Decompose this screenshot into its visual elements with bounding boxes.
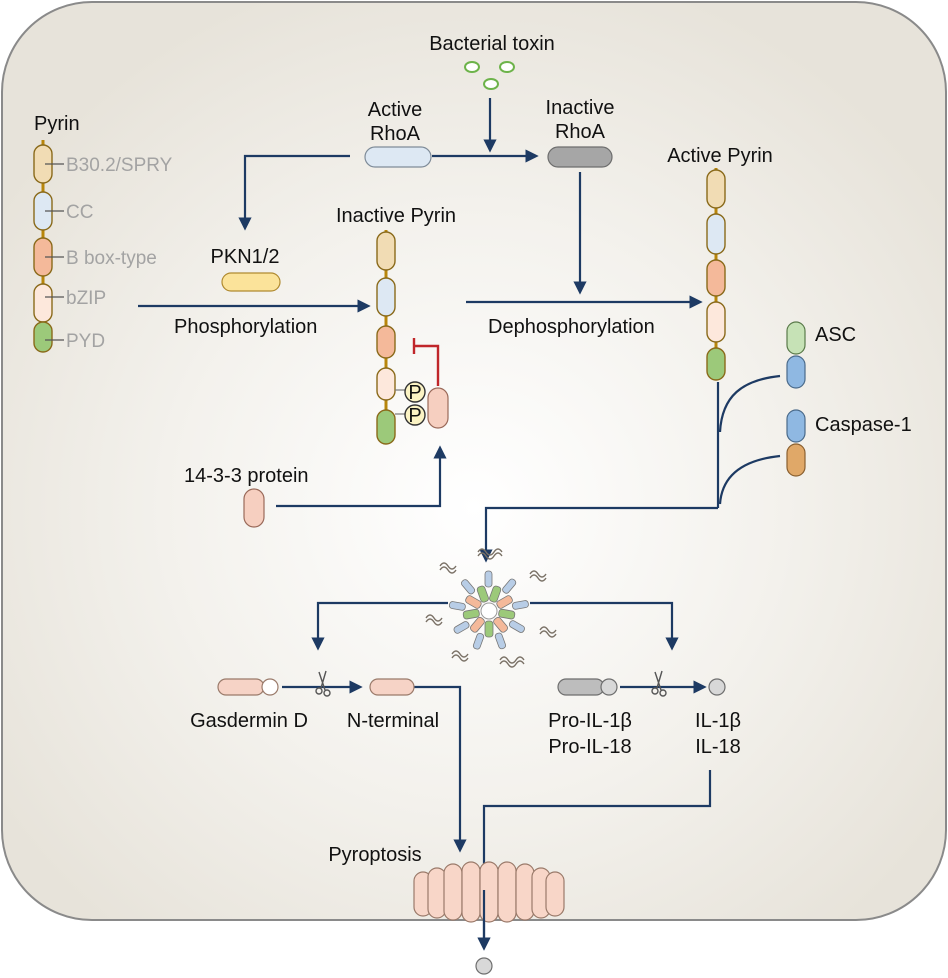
asc-protein — [786, 321, 806, 389]
arrow-nterminal-to-pore — [414, 685, 467, 853]
arrow-to-inflammasome — [479, 506, 718, 563]
mature-il — [708, 678, 726, 696]
phospho-mark-1: P — [408, 382, 421, 404]
active-rhoa-label-2: RhoA — [370, 123, 421, 145]
protein-1433 — [243, 488, 265, 528]
domain-cc-label: CC — [66, 202, 93, 223]
inactive-rhoa-label-1: Inactive — [546, 97, 615, 119]
arrow-1433-binding — [276, 445, 447, 508]
gasdermin-pore — [413, 861, 565, 923]
phosphorylation-label: Phosphorylation — [174, 316, 317, 338]
scissors-icon — [315, 670, 331, 697]
pkn-label: PKN1/2 — [211, 246, 280, 268]
pro-il-protein — [557, 678, 618, 696]
pyrin-label: Pyrin — [34, 113, 80, 135]
pathway-arrows — [138, 98, 781, 951]
inactive-pyrin-label: Inactive Pyrin — [336, 205, 456, 227]
domain-bzip-label: bZIP — [66, 288, 106, 309]
phospho-mark-2: P — [408, 405, 421, 427]
arrow-to-il — [530, 601, 679, 651]
gasdermin-d-protein — [217, 678, 279, 696]
caspase1-protein — [786, 409, 806, 477]
inhibition-mark — [412, 338, 440, 386]
pyroptosis-label: Pyroptosis — [328, 844, 421, 866]
active-rhoa — [364, 146, 432, 168]
arrow-to-gasdermin — [311, 601, 448, 651]
phospho-sites — [404, 381, 426, 426]
caspase1-label: Caspase-1 — [815, 414, 912, 436]
active-pyrin-label: Active Pyrin — [667, 145, 773, 167]
arrow-rhoa-to-pkn — [238, 154, 350, 231]
pro-il1b-label: Pro-IL-1β — [548, 710, 632, 732]
inactive-rhoa — [547, 146, 613, 168]
active-pyrin — [706, 168, 726, 381]
domain-bbox-label: B box-type — [66, 248, 157, 269]
n-terminal-fragment — [369, 678, 415, 696]
bound-1433-protein — [427, 387, 449, 429]
pkn-protein — [221, 272, 281, 292]
released-il — [475, 957, 493, 975]
domain-spry-label: B30.2/SPRY — [66, 155, 173, 176]
inactive-pyrin — [376, 230, 406, 445]
toxin-particles — [464, 61, 515, 90]
il18-label: IL-18 — [695, 736, 741, 758]
pyrin-inflammasome — [425, 548, 557, 668]
n-terminal-label: N-terminal — [347, 710, 439, 732]
asc-label: ASC — [815, 324, 856, 346]
active-rhoa-label-1: Active — [368, 99, 422, 121]
scissors-icon — [651, 670, 667, 697]
connector-asc — [718, 374, 781, 433]
dephosphorylation-label: Dephosphorylation — [488, 316, 655, 338]
pro-il18-label: Pro-IL-18 — [548, 736, 631, 758]
bacterial-toxin-label: Bacterial toxin — [429, 33, 555, 55]
protein-1433-label: 14-3-3 protein — [184, 465, 309, 487]
inactive-rhoa-label-2: RhoA — [555, 121, 606, 143]
il1b-label: IL-1β — [695, 710, 741, 732]
gasdermin-d-label: Gasdermin D — [190, 710, 308, 732]
pyrin-domain-legend — [33, 140, 64, 353]
connector-caspase — [718, 454, 781, 505]
domain-pyd-label: PYD — [66, 331, 105, 352]
